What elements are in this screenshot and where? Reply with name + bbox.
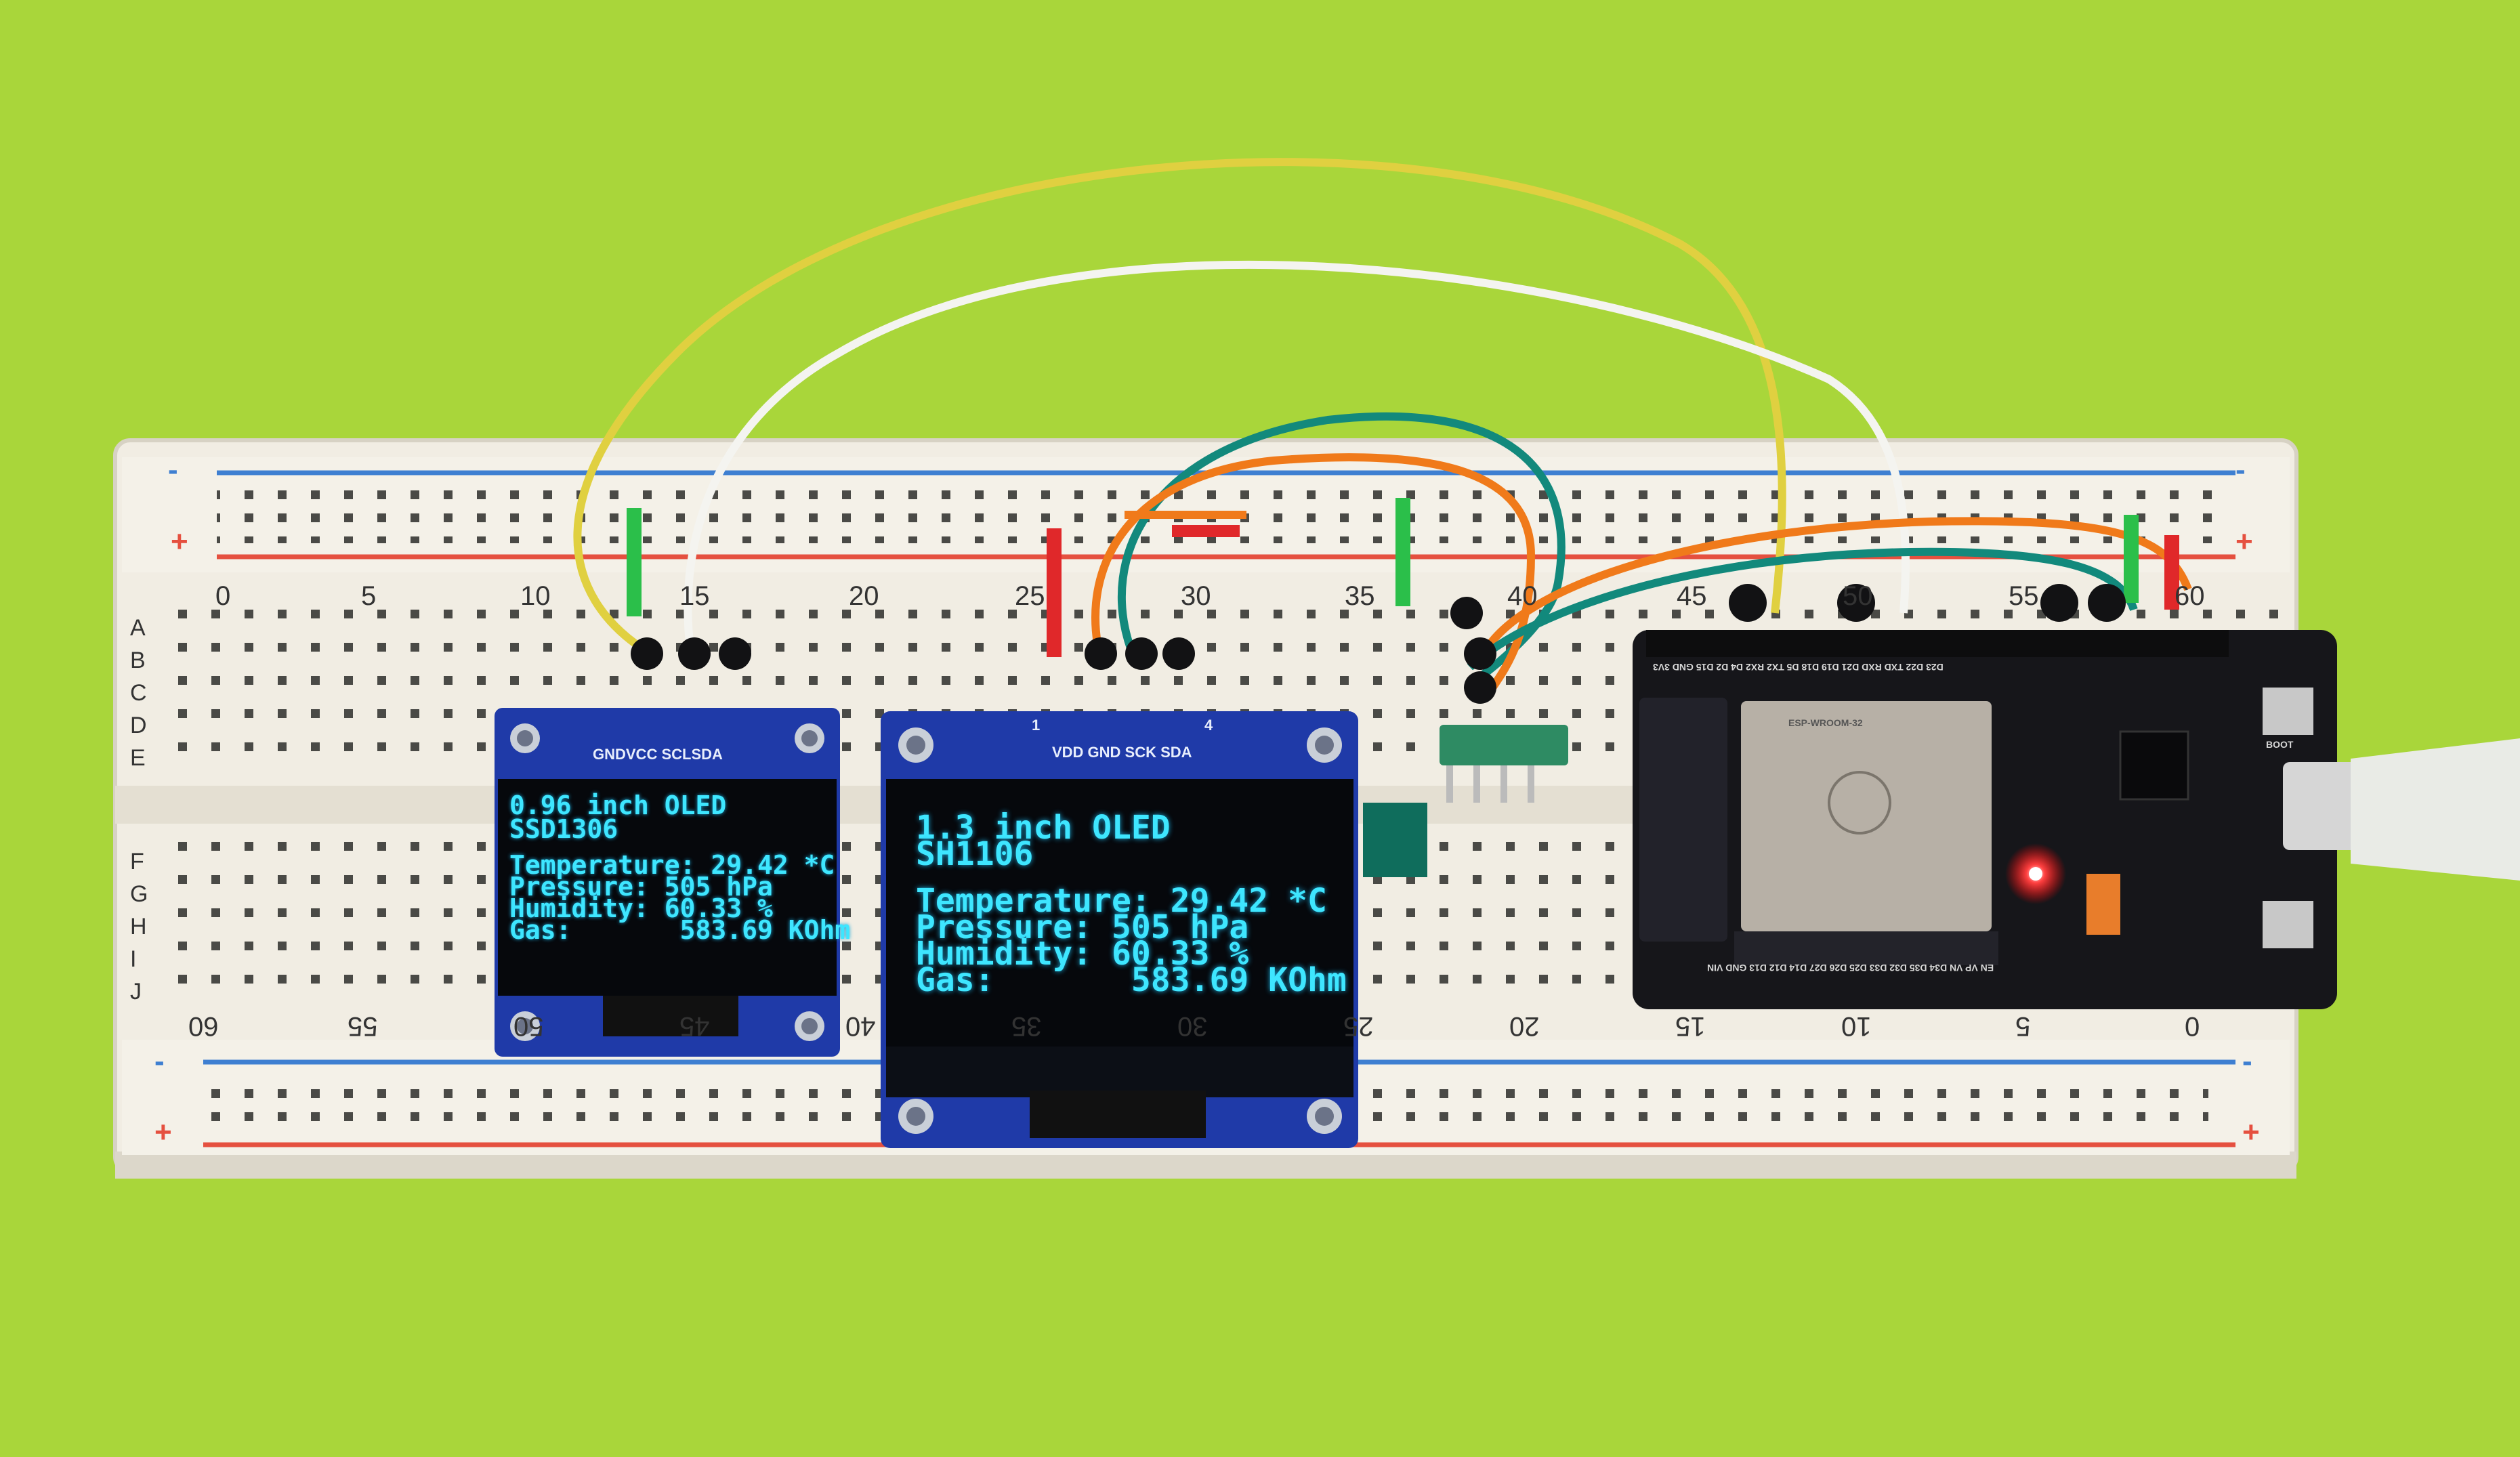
rail-minus-label: - <box>154 1044 165 1078</box>
bb-bottom-num: 35 <box>1011 1011 1042 1041</box>
bb-bottom-num: 60 <box>188 1011 219 1041</box>
bb-top-num: 0 <box>215 581 231 611</box>
wire-red-1 <box>1047 528 1062 657</box>
esp32-boot-label: BOOT <box>2266 739 2294 750</box>
oled-small-line: Temperature: 29.42 *C <box>509 850 835 880</box>
wire-orange-1 <box>1091 453 1536 694</box>
rail-minus-label: - <box>168 453 178 486</box>
oled-large-pin-number: 4 <box>1204 717 1213 734</box>
rail-minus-label: - <box>2242 1044 2252 1078</box>
oled-large-line: Gas: 583.69 KOhm <box>916 961 1347 999</box>
oled-large-line: Temperature: 29.42 *C <box>916 882 1327 920</box>
oled-large-pin-number: 1 <box>1032 717 1041 734</box>
bb-row-letter: I <box>130 946 137 972</box>
wire-orange-2 <box>1479 517 2192 656</box>
bb-row-letter: H <box>130 914 147 939</box>
esp32-module <box>1741 701 1992 931</box>
esp32-module-label: ESP-WROOM-32 <box>1788 717 1863 728</box>
rail-plus-label: + <box>2235 525 2253 558</box>
oled-small-line: Humidity: 60.33 % <box>509 893 773 923</box>
sensor-header <box>1440 725 1568 765</box>
oled-small-pin-labels: GNDVCC SCLSDA <box>593 746 723 763</box>
oled-large-line: SH1106 <box>916 835 1034 873</box>
bb-bottom-num: 45 <box>679 1011 710 1041</box>
bb-row-letter: G <box>130 881 148 907</box>
esp32-top-pin-labels: D23 D22 TXD RXD D21 D19 D18 D5 TX2 RX2 D… <box>1653 662 1944 673</box>
bb-top-num: 60 <box>2175 581 2205 611</box>
oled-large-screen <box>886 779 1353 1047</box>
bb-top-num: 10 <box>520 581 551 611</box>
bb-bottom-num: 55 <box>348 1011 378 1041</box>
oled-small-line: Gas: 583.69 KOhm <box>509 915 851 945</box>
wire-green-2 <box>1395 498 1410 606</box>
bb-bottom-num: 0 <box>2185 1011 2200 1041</box>
bb-top-num: 50 <box>1843 581 1873 611</box>
oled-small-line: SSD1306 <box>509 814 618 844</box>
wire-teal-1 <box>1118 412 1566 688</box>
bb-top-num: 15 <box>679 581 710 611</box>
bb-row-letter: C <box>130 680 147 706</box>
bb-bottom-num: 30 <box>1177 1011 1208 1041</box>
bb-bottom-num: 25 <box>1343 1011 1374 1041</box>
bb-top-num: 30 <box>1181 581 1211 611</box>
bb-row-letter: E <box>130 745 146 771</box>
oled-large-line: Pressure: 505 hPa <box>916 908 1249 946</box>
oled-large-pin-labels: VDD GND SCK SDA <box>1052 744 1192 761</box>
sensor-board-edge <box>1363 803 1427 877</box>
oled-small-module <box>495 708 840 1057</box>
oled-large-line: Humidity: 60.33 % <box>916 935 1249 973</box>
bb-top-num: 25 <box>1015 581 1045 611</box>
bb-bottom-num: 5 <box>2015 1011 2031 1041</box>
bb-bottom-num: 10 <box>1841 1011 1872 1041</box>
wire-red-2 <box>1172 525 1240 537</box>
bb-row-letter: D <box>130 713 147 738</box>
wire-red-3 <box>2164 535 2179 610</box>
oled-small-line: Pressure: 505 hPa <box>509 872 773 902</box>
rail-plus-label: + <box>154 1116 172 1149</box>
bb-bottom-num: 20 <box>1509 1011 1540 1041</box>
oled-small-screen <box>498 779 837 996</box>
rail-plus-label: + <box>171 525 188 558</box>
bb-top-num: 35 <box>1345 581 1375 611</box>
bb-top-num: 20 <box>849 581 879 611</box>
wire-yellow <box>573 158 1786 658</box>
esp32-top-header <box>1646 630 2229 657</box>
bb-row-letter: J <box>130 979 142 1005</box>
bb-top-num: 40 <box>1507 581 1538 611</box>
bb-top-num: 45 <box>1677 581 1707 611</box>
wire-teal-2 <box>1467 547 2138 671</box>
wire-green-3 <box>2124 515 2139 603</box>
oled-small-line: 0.96 inch OLED <box>509 790 727 820</box>
esp32-bottom-pin-labels: EN VP VN D34 D35 D32 D33 D25 D26 D27 D14… <box>1707 963 1994 973</box>
rail-plus-label: + <box>2242 1116 2260 1149</box>
bb-row-letter: B <box>130 648 146 673</box>
bb-bottom-num: 50 <box>513 1011 544 1041</box>
esp32-board <box>1633 630 2337 1009</box>
oled-large-line: 1.3 inch OLED <box>916 809 1171 847</box>
bb-bottom-num: 40 <box>845 1011 876 1041</box>
wire-white <box>684 260 1910 654</box>
rail-minus-label: - <box>2235 453 2246 486</box>
bb-row-letter: A <box>130 615 146 641</box>
bb-top-num: 5 <box>361 581 377 611</box>
bb-bottom-num: 15 <box>1675 1011 1706 1041</box>
bb-top-num: 55 <box>2009 581 2039 611</box>
bb-row-letter: F <box>130 849 144 874</box>
oled-large-module <box>881 711 1358 1148</box>
wire-green-1 <box>627 508 642 616</box>
